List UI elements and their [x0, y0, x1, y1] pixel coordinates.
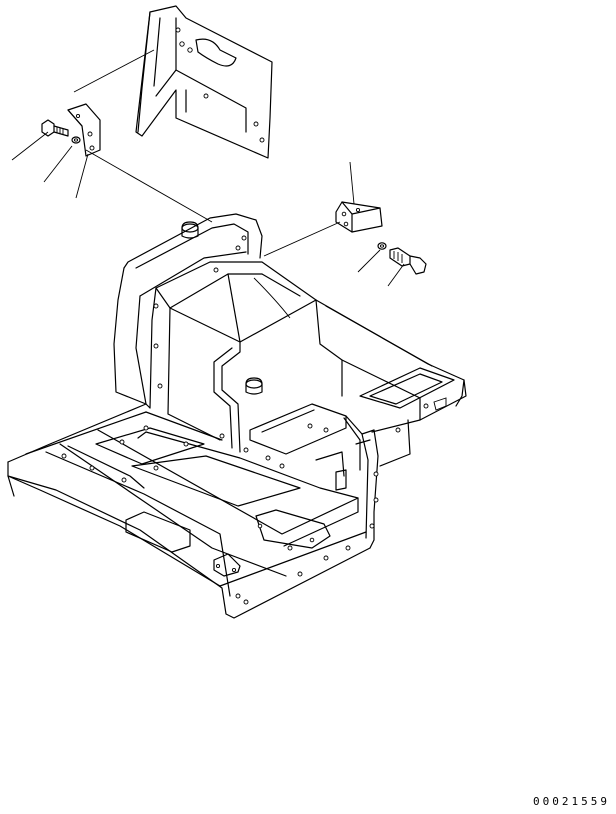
washer-left	[71, 136, 81, 144]
assembly-lines	[73, 49, 341, 257]
left-mount-bracket	[67, 103, 101, 157]
right-mount-bracket	[335, 201, 383, 233]
bolt-right	[389, 247, 427, 275]
leader-lines-right	[349, 161, 405, 287]
drawing-reference-code: 00021559	[533, 795, 610, 808]
washer-right	[377, 242, 387, 250]
leader-lines-left	[11, 131, 89, 199]
floor-frame	[7, 213, 467, 619]
upper-bracket	[135, 5, 273, 159]
bolt-left	[41, 119, 69, 137]
